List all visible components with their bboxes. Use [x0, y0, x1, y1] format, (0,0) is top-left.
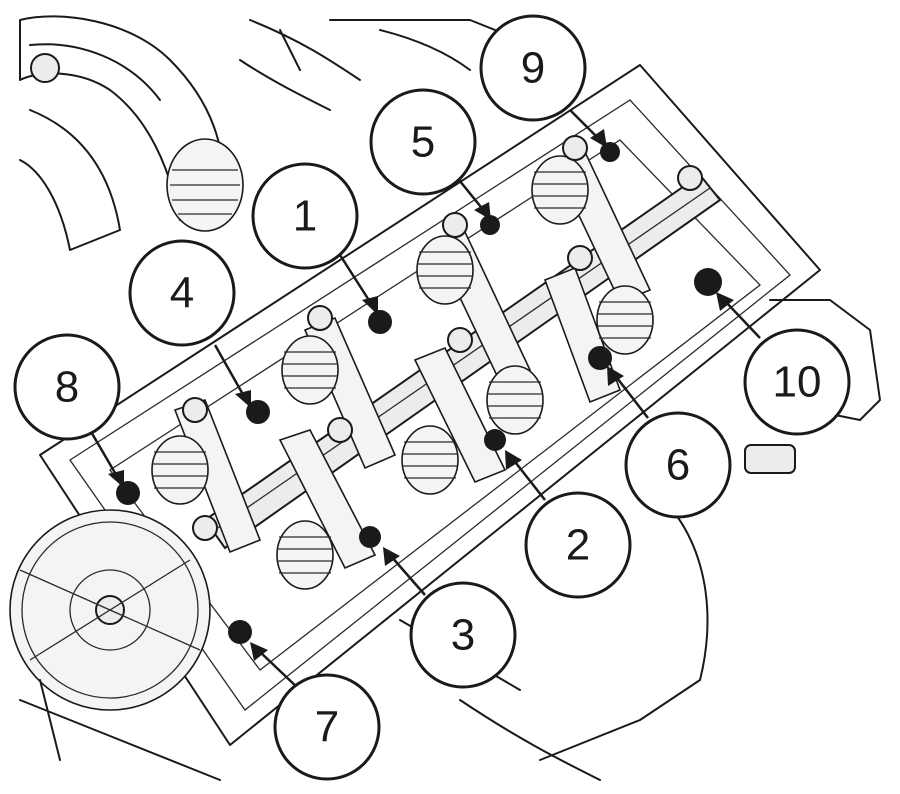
valve-springs	[151, 155, 654, 590]
callout-1: 1	[251, 162, 359, 270]
callout-7-label: 7	[315, 703, 339, 752]
callout-9-label: 9	[521, 44, 545, 93]
callout-5-label: 5	[411, 118, 435, 167]
callout-1-label: 1	[293, 192, 317, 241]
callout-5: 5	[369, 88, 477, 196]
engine-illustration	[9, 15, 881, 781]
callout-arrows	[88, 109, 761, 691]
callout-6-label: 6	[666, 441, 690, 490]
callout-3: 3	[409, 581, 517, 689]
callout-2: 2	[524, 491, 632, 599]
callout-4-label: 4	[170, 269, 194, 318]
callout-9: 9	[479, 14, 587, 122]
callout-10-label: 10	[773, 358, 822, 407]
callout-7: 7	[273, 673, 381, 781]
rocker-arms	[173, 150, 652, 570]
callout-8-label: 8	[55, 363, 79, 412]
callout-10: 10	[743, 328, 851, 436]
callout-3-label: 3	[451, 611, 475, 660]
callout-8: 8	[13, 333, 121, 441]
callout-2-label: 2	[566, 521, 590, 570]
callout-4: 4	[128, 239, 236, 347]
timing-pulley	[9, 509, 211, 711]
head-bolts	[116, 142, 722, 644]
callout-6: 6	[624, 411, 732, 519]
